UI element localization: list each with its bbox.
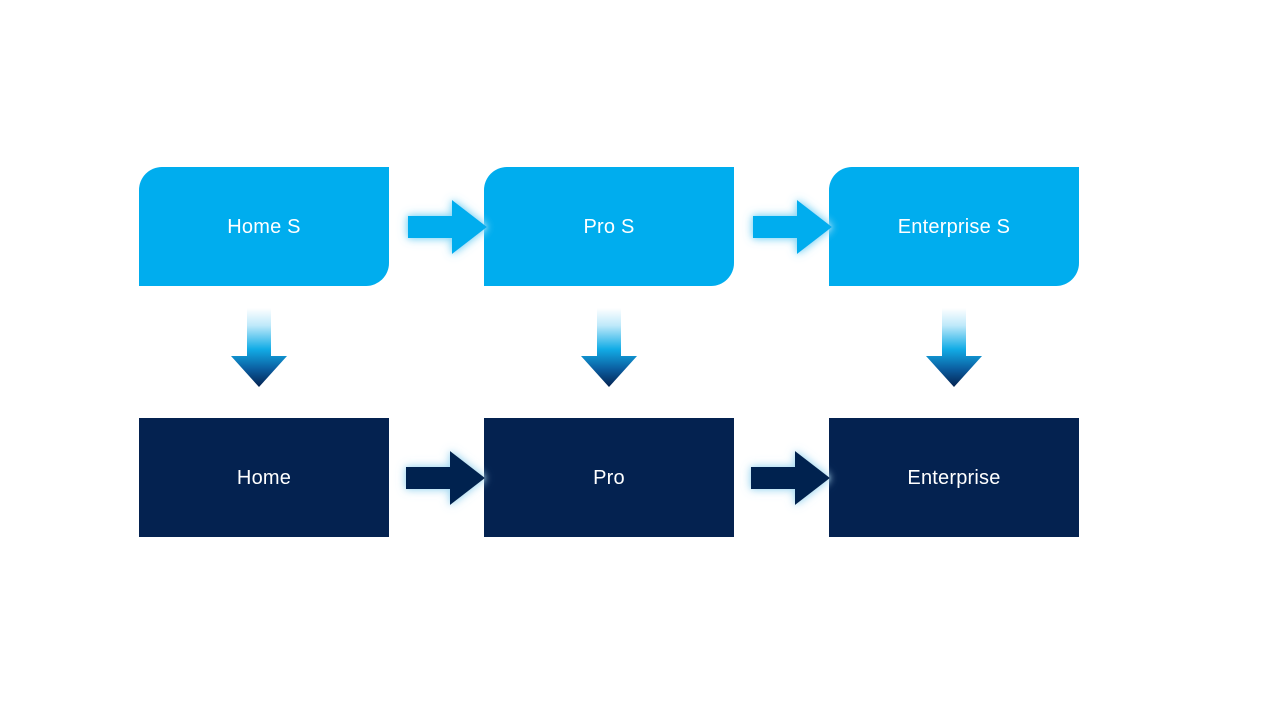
process-node-label: Home S	[227, 215, 301, 238]
flow-arrow-right-home-to-pro	[403, 447, 488, 509]
process-node-label: Enterprise S	[897, 215, 1011, 238]
process-node-label: Pro S	[583, 215, 635, 238]
process-node-enterprise-s[interactable]: Enterprise S	[829, 167, 1079, 286]
flow-arrow-right-home-s-to-pro-s	[405, 196, 490, 258]
process-node-label: Home	[236, 466, 292, 489]
flow-arrow-down-pro-s-to-pro	[578, 308, 640, 390]
process-node-label: Pro	[593, 466, 625, 489]
flow-arrow-right-pro-s-to-enterprise-s	[750, 196, 835, 258]
flow-arrow-down-enterprise-s-to-enterprise	[923, 308, 985, 390]
process-node-pro[interactable]: Pro	[484, 418, 734, 537]
flow-arrow-down-home-s-to-home	[228, 308, 290, 390]
process-node-label: Enterprise	[907, 466, 1001, 489]
process-node-pro-s[interactable]: Pro S	[484, 167, 734, 286]
flow-arrow-right-pro-to-enterprise	[748, 447, 833, 509]
process-node-home-s[interactable]: Home S	[139, 167, 389, 286]
process-node-home[interactable]: Home	[139, 418, 389, 537]
process-node-enterprise[interactable]: Enterprise	[829, 418, 1079, 537]
